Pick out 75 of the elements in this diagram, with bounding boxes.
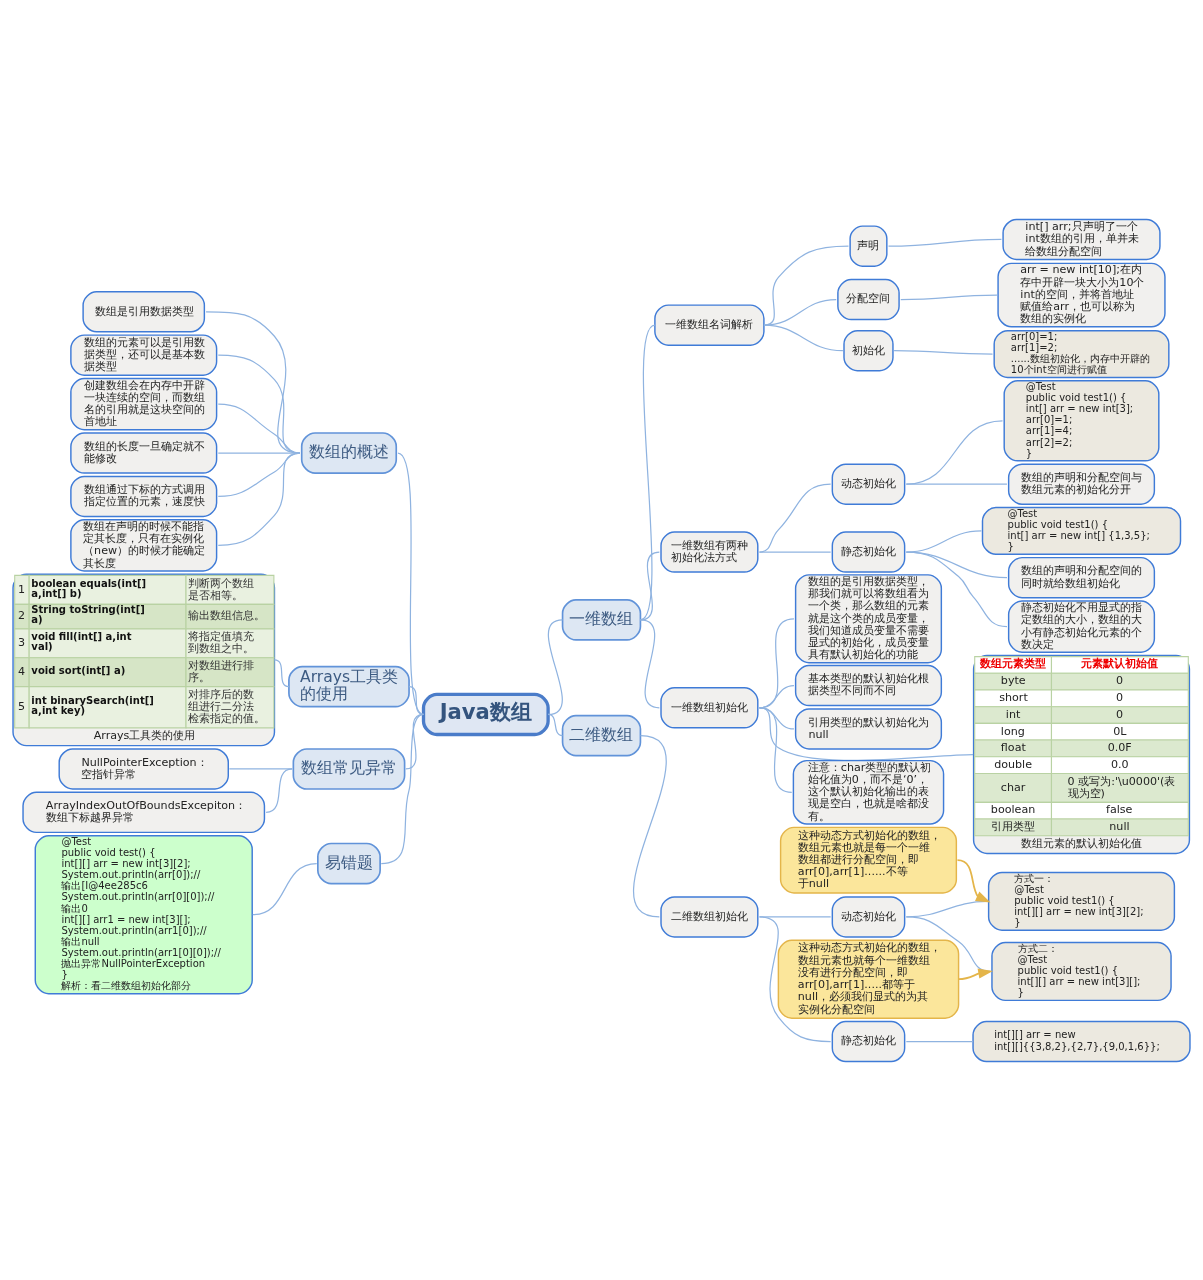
connector [228,767,293,770]
node-box: 一维数组 [561,598,642,641]
node-box: 数组的是引用数据类型，那我们就可以将数组看为一个类，那么数组的元素就是这个类的成员变量，我们知道成员变量不需要显式的初始化，成员变量具有默认初始化的功能 [794,573,943,663]
node-box: 二维数组初始化 [660,895,759,938]
arrow [957,967,993,980]
connector [758,483,832,553]
connector [893,349,994,355]
connector [763,245,850,326]
connector [217,451,301,497]
node-box: 创建数组会在内存中开辟一块连续的空间，而数组名的引用就是这块空间的首地址 [70,377,218,430]
connector [905,419,1004,485]
node-box: arr[0]=1; arr[1]=2; ......数组初始化，内存中开辟的10个int空间进行赋值 [993,329,1170,378]
node-box: 数组的元素可以是引用数据类型，还可以是基本数据类型 [70,333,218,376]
connector [217,451,301,546]
connector [265,767,293,813]
connector [547,713,564,736]
connector [905,1040,974,1042]
node-box: NullPointerException：空指针异常 [58,747,229,790]
connector [205,310,301,454]
connector [905,550,1008,627]
node-box: 初始化 [843,329,894,371]
node-box: int[] arr;只声明了一个int数组的引用，单并未给数组分配空间 [1002,218,1161,260]
node-box: @Test public void test1() { int[] arr = new int[] {1,3,5}; } [981,506,1182,555]
node-box: 二维数组 [561,714,642,756]
connector [397,451,425,715]
node-box: 易错题 [317,842,381,884]
node-box: 基本类型的默认初始化根据类型不同而不同 [794,664,943,706]
connector [758,706,793,793]
node-box: 数组在声明的时候不能指定其长度，只有在实例化（new）的时候才能确定其长度 [70,518,218,572]
node-box: 方式二： @Test public void test1() { int[][] arr = new int[3][]; } [991,941,1172,1001]
connector [217,451,301,454]
node-box: 数组通过下标的方式调用指定位置的元素，速度快 [70,475,218,517]
node-box: 动态初始化 [831,462,906,505]
node-box: int[][] arr = new int[][]{{3,8,2},{2,7},{9,0,1,6}}; [972,1020,1191,1062]
node-box: 一维数组有两种初始化法方式 [660,530,759,573]
connector [763,324,844,351]
node-box: 一维数组名词解析 [654,303,765,346]
node-box: 动态初始化 [831,895,906,938]
node-box: Arrays工具类的使用 [288,665,410,708]
connector [887,238,1002,247]
node-box: 一维数组初始化 [660,686,759,729]
node-box: 数组常见异常 [292,747,406,790]
connector [217,403,301,454]
node-box: 静态初始化 [831,1020,906,1062]
node-box: 方式一： @Test public void test1() { int[][] arr = new int[3][2]; } [987,871,1176,931]
connector [758,915,832,1042]
connector [217,354,301,454]
node-box: @Test public void test1() { int[] arr = new int[3]; arr[0]=1; arr[1]=4; arr[2]=2; } [1003,379,1160,462]
arrow [956,858,991,902]
connector [252,862,318,915]
node-box: 数组的概述 [300,431,398,474]
node-box: 这种动态方式初始化的数组，数组元素也就是每一个一维数组都进行分配空间，即arr[0],arr[1]......不等于null [779,826,958,894]
connector [547,618,564,715]
node-box: @Test public void test() { int[][] arr = new int[3][2]; System.out.println(arr[0]);//输出[I@4ee285c6 System.out.println(arr[0][0]);//输出0 int[][] arr1 = new int[3][]; System.out.println(arr1[0]);//输出null System.out.println(arr1[0][0]);//抛出异常NullPointerException } 解析：看二维数组初始化部分 [34,834,253,994]
node-box: 引用类型的默认初始化为null [794,707,943,750]
connector [763,298,837,326]
connector [633,734,667,918]
node-box: 数组的声明和分配空间的同时就给数组初始化 [1007,556,1156,598]
connector [900,293,998,300]
node-box: 注意：char类型的默认初始化值为0，而不是‘0’，这个默认初始化输出的表现是空白，也就是啥都没有。 [792,759,945,825]
node-box: 静态初始化 [831,530,906,573]
connector [273,658,290,687]
node-box: 数组是引用数据类型 [82,290,206,333]
connector [758,550,832,553]
node-box: 数组的声明和分配空间与数组元素的初始化分开 [1007,462,1156,505]
node-box: arr = new int[10];在内存中开辟一块大小为10个int的空间，并将首地址赋值给arr，也可以称为数组的实例化 [997,262,1166,328]
connector [905,483,1008,485]
node-box: 静态初始化不用显式的指定数组的大小，数组的大小有静态初始化元素的个数决定 [1007,599,1156,653]
node-box: ArrayIndexOutOfBoundsExcepiton：数组下标越界异常 [22,791,266,833]
node-box: 数组的长度一旦确定就不能修改 [70,431,218,474]
connector [639,618,660,708]
connector [380,713,425,864]
node-box: 这种动态方式初始化的数组，数组元素也就每个一维数组没有进行分配空间，即arr[0],arr[1].....都等于null，必须我们显式的为其实例化分配空间 [777,939,960,1019]
node-box: Java数组 [421,692,550,736]
node-box: 分配空间 [837,278,900,320]
